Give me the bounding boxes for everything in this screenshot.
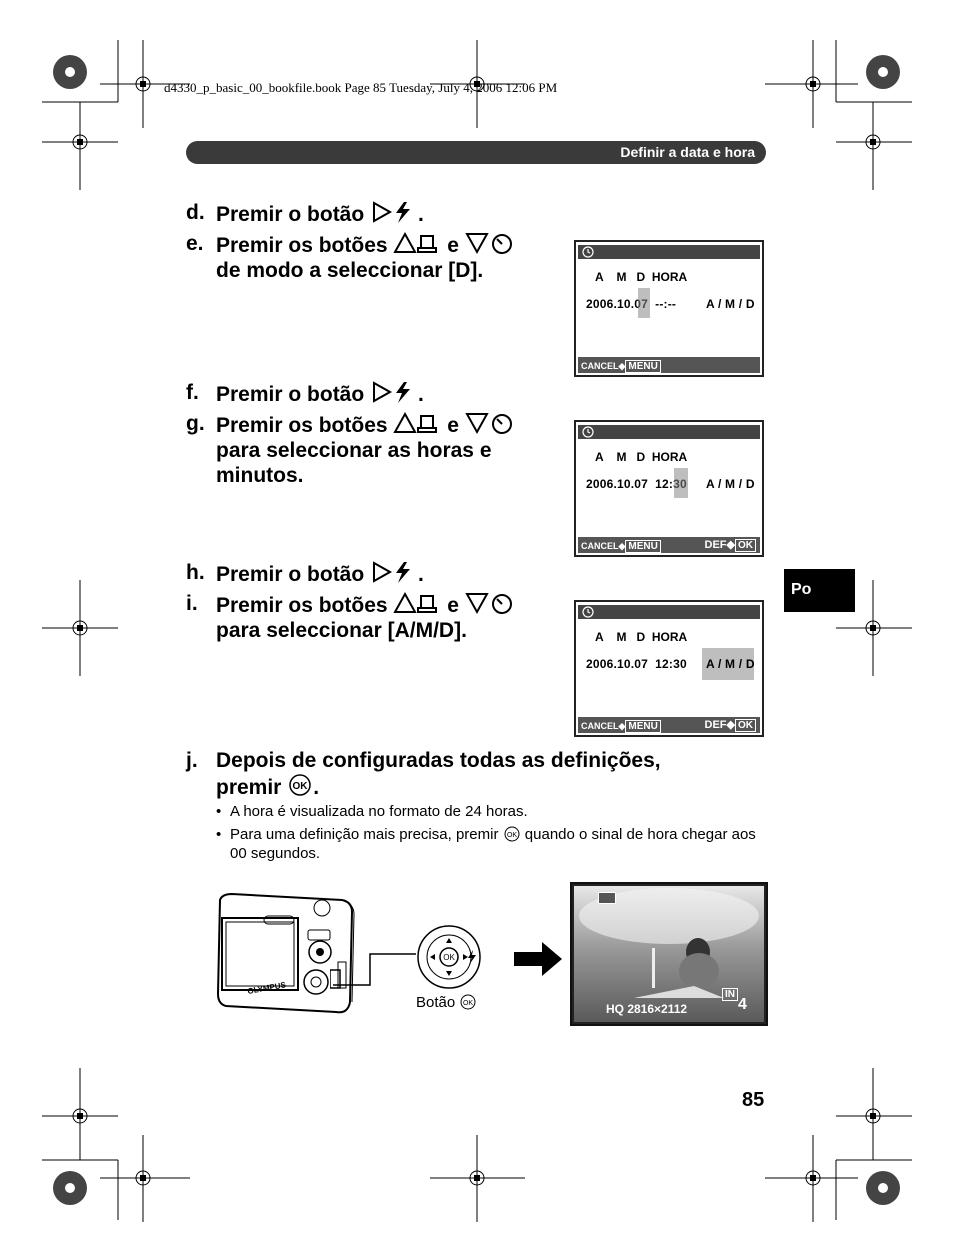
mode-badge (598, 892, 616, 904)
format-selector-highlight (702, 648, 754, 680)
clock-title-bar (578, 245, 760, 259)
step-e: e. Premir os botões e de modo a seleccio… (186, 231, 566, 283)
clock-title-bar (578, 425, 760, 439)
screen-footer: CANCEL◆MENU DEF◆OK (578, 537, 760, 553)
cancel-label: CANCEL◆MENU (581, 360, 661, 373)
step-i: i. Premir os botões e para seleccionar [… (186, 591, 566, 643)
step-j: j. Depois de configuradas todas as defin… (186, 749, 661, 799)
right-flash-icon (373, 201, 411, 223)
resolution-label: HQ 2816×2112 (606, 1002, 688, 1016)
clock-icon (582, 426, 594, 438)
down-selftimer-icon (465, 413, 512, 435)
clock-title-bar (578, 605, 760, 619)
step-f: f. Premir o botão . (186, 381, 424, 406)
date-value: 2006.10.07 --:-- (586, 297, 677, 311)
up-print-icon (393, 411, 438, 433)
minute-selector-highlight (674, 468, 688, 498)
date-format: A / M / D (706, 297, 755, 311)
screen-footer: CANCEL◆MENU DEF◆OK (578, 717, 760, 733)
down-selftimer-icon (465, 593, 512, 615)
screen-footer: CANCEL◆MENU (578, 357, 760, 373)
section-title: Definir a data e hora (620, 144, 755, 160)
language-tab-label: Po (791, 581, 812, 598)
camera-illustration: OLYMPUS (216, 892, 355, 1014)
step-text-2: de modo a seleccionar [D]. (216, 259, 484, 282)
svg-text:OK: OK (463, 1000, 473, 1007)
clock-icon (582, 606, 594, 618)
bullet-1: • A hora é visualizada no formato de 24 … (216, 803, 528, 820)
language-tab: Po (784, 569, 855, 612)
print-meta: d4330_p_basic_00_bookfile.book Page 85 T… (164, 80, 558, 95)
day-selector-highlight (638, 288, 650, 318)
ok-button-icon: OK (504, 826, 520, 842)
clock-icon (582, 246, 594, 258)
ok-button-icon: OK (460, 994, 476, 1010)
callout-line (330, 953, 416, 989)
svg-text:OK: OK (507, 832, 517, 839)
up-print-icon (393, 231, 438, 253)
lcd-screen-1: A M D HORA 2006.10.07 --:-- A / M / D CA… (574, 240, 764, 377)
lcd-screen-3: A M D HORA 2006.10.07 12:30 A / M / D CA… (574, 600, 764, 737)
arrow-pad-illustration: OK (417, 925, 481, 989)
svg-text:OK: OK (293, 781, 309, 792)
section-header: Definir a data e hora (186, 141, 766, 164)
right-flash-icon (373, 561, 411, 583)
step-text: Premir o botão (216, 203, 365, 226)
bullet-2: • Para uma definição mais precisa, premi… (216, 826, 756, 862)
right-arrow-icon (514, 942, 562, 976)
photo-preview: IN HQ 2816×2112 4 (570, 882, 768, 1026)
ok-button-icon: OK (289, 774, 311, 796)
step-letter: e. (186, 232, 204, 255)
button-caption: Botão OK (416, 994, 477, 1011)
shot-count: 4 (738, 996, 747, 1013)
step-letter: d. (186, 201, 205, 224)
lcd-screen-2: A M D HORA 2006.10.07 12:30 A / M / D CA… (574, 420, 764, 557)
step-text: Premir os botões (216, 234, 388, 257)
photo-scene (574, 886, 764, 1022)
down-selftimer-icon (465, 233, 512, 255)
page-number: 85 (742, 1089, 765, 1111)
memory-indicator: IN (722, 988, 738, 1001)
date-headers: A M D HORA (595, 270, 688, 284)
step-h: h. Premir o botão . (186, 561, 424, 586)
up-print-icon (393, 591, 438, 613)
svg-text:OK: OK (443, 953, 455, 962)
right-flash-icon (373, 381, 411, 403)
step-d: d. Premir o botão . (186, 201, 424, 226)
step-g: g. Premir os botões e para seleccionar a… (186, 411, 566, 489)
